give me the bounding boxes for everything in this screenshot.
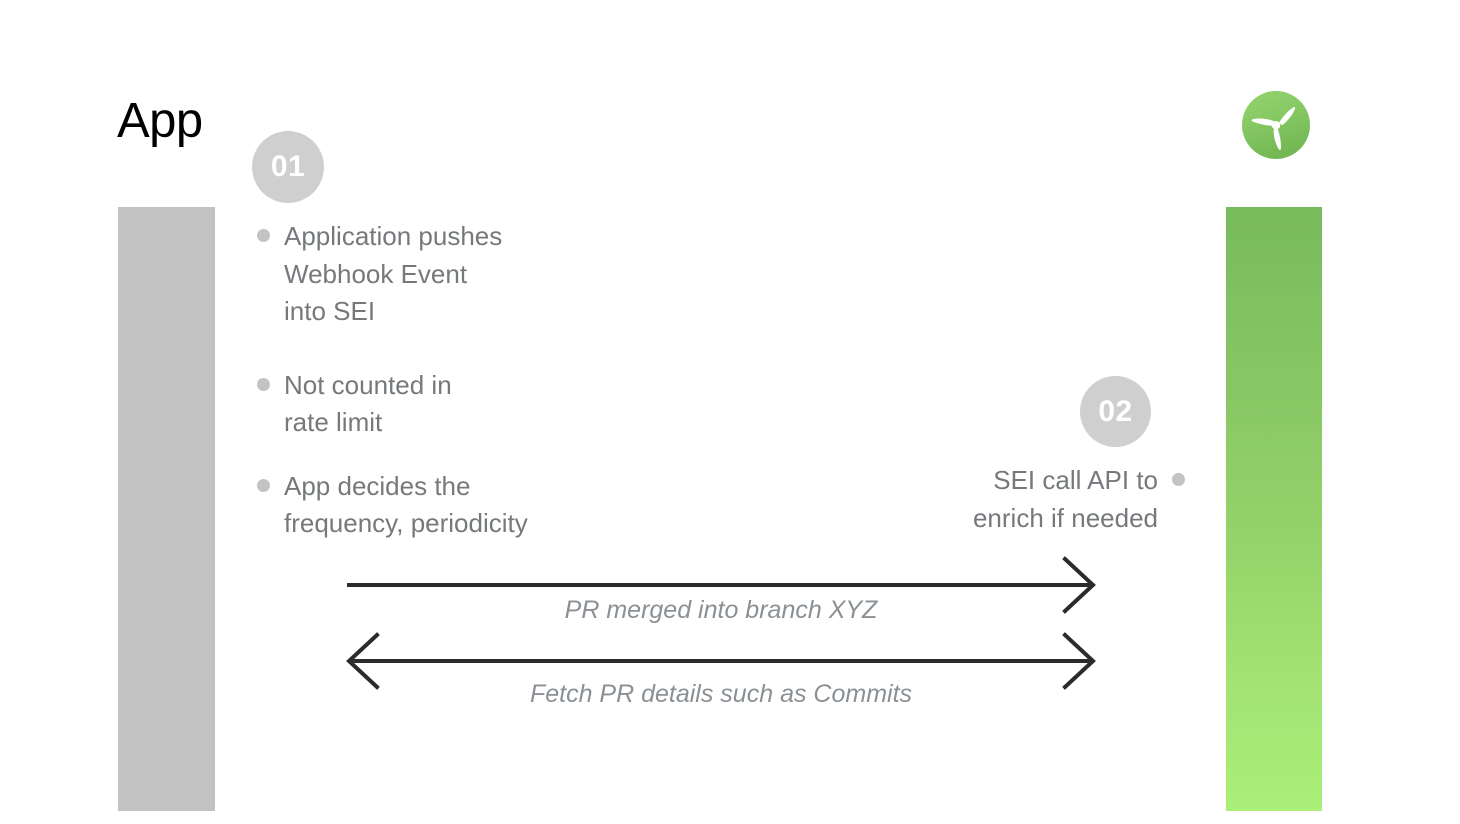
arrow-1-head-right: [1062, 556, 1096, 614]
arrow-group: [346, 556, 1096, 690]
bullet-text: App decides the frequency, periodicity: [284, 470, 528, 539]
step-badge-02: 02: [1080, 376, 1151, 447]
bullet-text: Not counted in rate limit: [284, 369, 452, 438]
bullet-dot-icon: [257, 229, 270, 242]
arrow-2-head-right: [1062, 632, 1096, 690]
arrow-2-head-left: [346, 632, 380, 690]
list-item: App decides the frequency, periodicity: [257, 468, 528, 543]
bullet-text: Application pushes Webhook Event into SE…: [284, 221, 503, 326]
step-badge-01: 01: [252, 131, 324, 203]
arrow-label-pr-merged: PR merged into branch XYZ: [564, 596, 878, 624]
bullet-dot-icon: [257, 377, 270, 391]
list-item: Application pushes Webhook Event into SE…: [257, 218, 528, 331]
lifeline-bar-app: [118, 207, 215, 811]
lifeline-bar-sei: [1226, 207, 1322, 811]
list-item: SEI call API to enrich if needed: [820, 462, 1185, 537]
bullet-dot-icon: [1172, 473, 1185, 486]
page-title: App: [117, 94, 203, 148]
bullet-list-step-02: SEI call API to enrich if needed: [820, 462, 1185, 537]
bullet-dot-icon: [257, 478, 270, 492]
bullet-list-step-01: Application pushes Webhook Event into SE…: [257, 218, 528, 543]
propeller-logo: [1241, 90, 1311, 160]
list-item: Not counted in rate limit: [257, 367, 528, 442]
arrow-label-fetch-pr-details: Fetch PR details such as Commits: [529, 680, 913, 708]
bullet-text: SEI call API to enrich if needed: [972, 465, 1158, 533]
